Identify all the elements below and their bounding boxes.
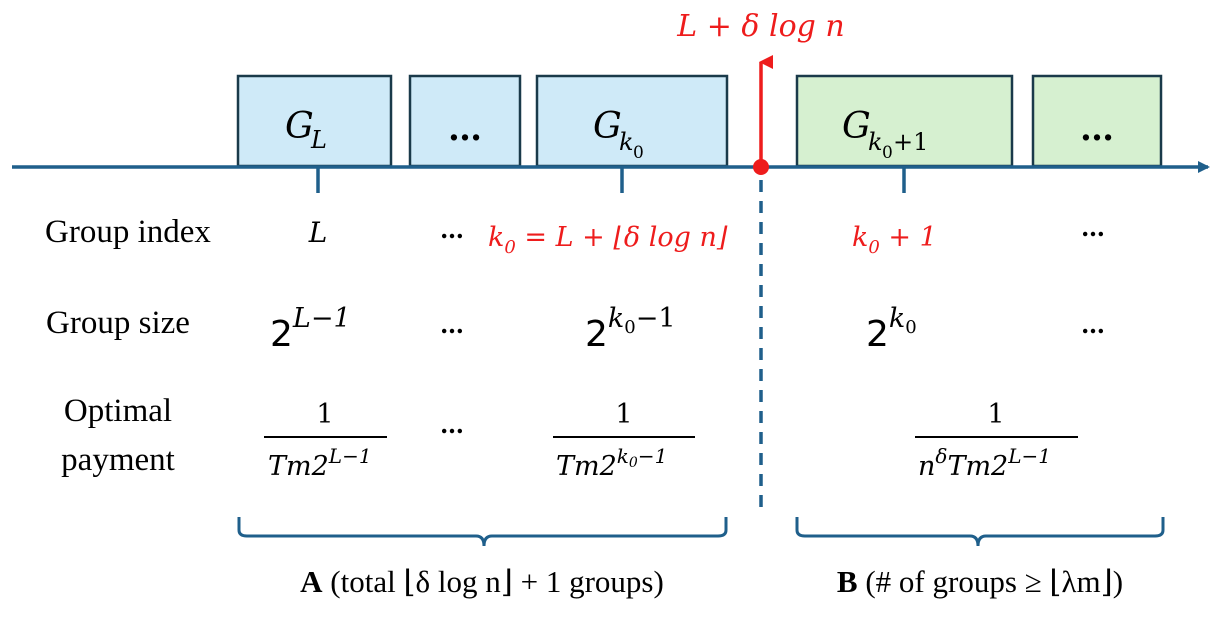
brace-b bbox=[795, 517, 1165, 547]
payment-cell-4-numerator: 1 bbox=[987, 399, 1004, 430]
caption-a: A (total ⌊δ log n⌋ + 1 groups) bbox=[300, 564, 664, 599]
row-label-group-index: Group index bbox=[45, 214, 211, 250]
index-cell-k0-formula: k0 = L + ⌊δ log n⌋ bbox=[488, 222, 728, 258]
row-label-group-size: Group size bbox=[46, 305, 190, 341]
box-gk0plus1-subsub: 0 bbox=[882, 143, 893, 163]
group-box-gk0plus1: G k 0 +1 bbox=[795, 74, 1014, 168]
size-cell-2-k0-b: 2k0 bbox=[866, 303, 917, 355]
payment-cell-ellipsis: … bbox=[440, 410, 464, 439]
box-gk0plus1-subtail: +1 bbox=[893, 128, 928, 156]
payment-cell-3-denominator: Tm2k0−1 bbox=[556, 444, 667, 482]
index-cell-l: L bbox=[308, 216, 328, 249]
size-cell-2-l: 2L−1 bbox=[270, 303, 351, 355]
payment-cell-3-numerator: 1 bbox=[615, 399, 632, 430]
threshold-point bbox=[753, 159, 769, 175]
box-gk0plus1-sub: k bbox=[868, 128, 883, 156]
caption-b: B (# of groups ≥ ⌊λm⌋) bbox=[837, 564, 1123, 599]
group-box-gl: G L bbox=[236, 74, 393, 168]
box-ellipsis-a-text: … bbox=[448, 109, 482, 149]
row-label-payment-line1: Optimal bbox=[64, 393, 172, 429]
box-gk0-base: G bbox=[593, 106, 622, 147]
group-box-ellipsis-a: … bbox=[408, 74, 522, 168]
row-label-payment-line2: payment bbox=[61, 442, 175, 478]
threshold-label: L + δ log n bbox=[676, 9, 844, 44]
box-gl-sub: L bbox=[310, 126, 327, 154]
size-cell-2-k0: 2k0−1 bbox=[585, 303, 676, 355]
size-cell-ellipsis-b: … bbox=[1081, 310, 1105, 339]
box-gk0-sub: k bbox=[619, 128, 634, 156]
payment-cell-1-denominator: Tm2L−1 bbox=[268, 444, 372, 482]
payment-cell-4-denominator: nδTm2L−1 bbox=[918, 444, 1051, 482]
brace-a bbox=[237, 517, 728, 547]
box-gl-base: G bbox=[285, 106, 314, 147]
box-gk0plus1-base: G bbox=[842, 106, 871, 147]
index-cell-k0-plus-one: k0 + 1 bbox=[852, 222, 937, 258]
group-box-ellipsis-b: … bbox=[1031, 74, 1163, 168]
size-cell-ellipsis: … bbox=[440, 310, 464, 339]
payment-cell-1-numerator: 1 bbox=[316, 399, 333, 430]
box-ellipsis-b-text: … bbox=[1080, 109, 1114, 149]
group-box-gk0: G k 0 bbox=[535, 74, 729, 168]
index-cell-ellipsis: … bbox=[440, 215, 464, 244]
index-cell-ellipsis-b: … bbox=[1081, 213, 1105, 242]
box-gk0-subsub: 0 bbox=[633, 143, 644, 163]
